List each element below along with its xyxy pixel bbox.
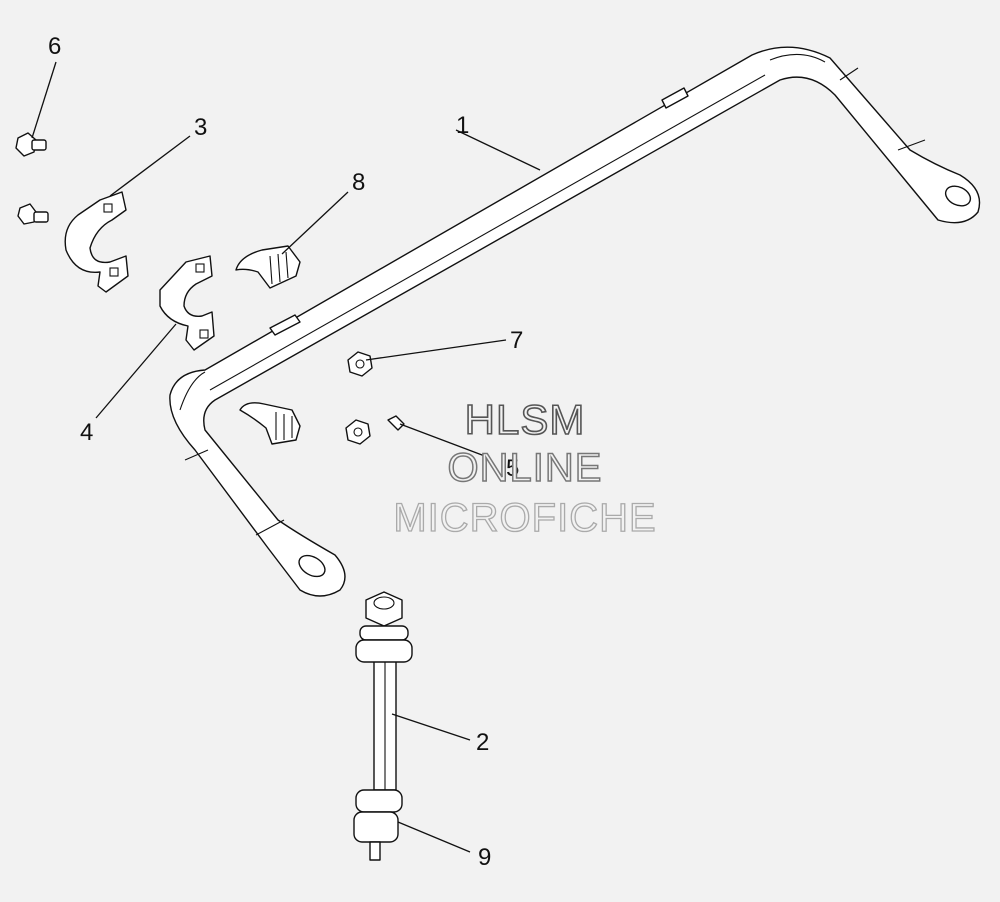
callout-7: 7 <box>510 327 523 354</box>
bushing-lower <box>239 402 301 445</box>
callout-8: 8 <box>352 169 365 196</box>
watermark-line-3: MICROFICHE <box>393 495 657 540</box>
callouts: 1 2 3 4 5 6 7 8 9 <box>48 33 523 871</box>
bolt-lower <box>17 203 49 225</box>
callout-5: 5 <box>506 455 519 482</box>
fitting <box>387 415 405 431</box>
callout-3: 3 <box>194 114 207 141</box>
callout-1: 1 <box>456 112 469 139</box>
stabilizer-bar <box>169 46 981 597</box>
nut-upper <box>347 351 373 377</box>
bolt-upper <box>15 132 47 157</box>
watermark-line-2: ONLINE <box>447 445 603 491</box>
bushing-upper <box>235 245 301 289</box>
bracket-upper <box>64 191 129 293</box>
callout-9: 9 <box>478 844 491 871</box>
callout-4: 4 <box>80 419 93 446</box>
callout-2: 2 <box>476 729 489 756</box>
leader-lines <box>31 61 541 853</box>
bracket-lower <box>159 255 215 351</box>
callout-6: 6 <box>48 33 61 60</box>
stabilizer-link <box>353 591 413 861</box>
watermark-line-1: HLSM <box>464 395 586 444</box>
nut-lower <box>345 419 371 445</box>
